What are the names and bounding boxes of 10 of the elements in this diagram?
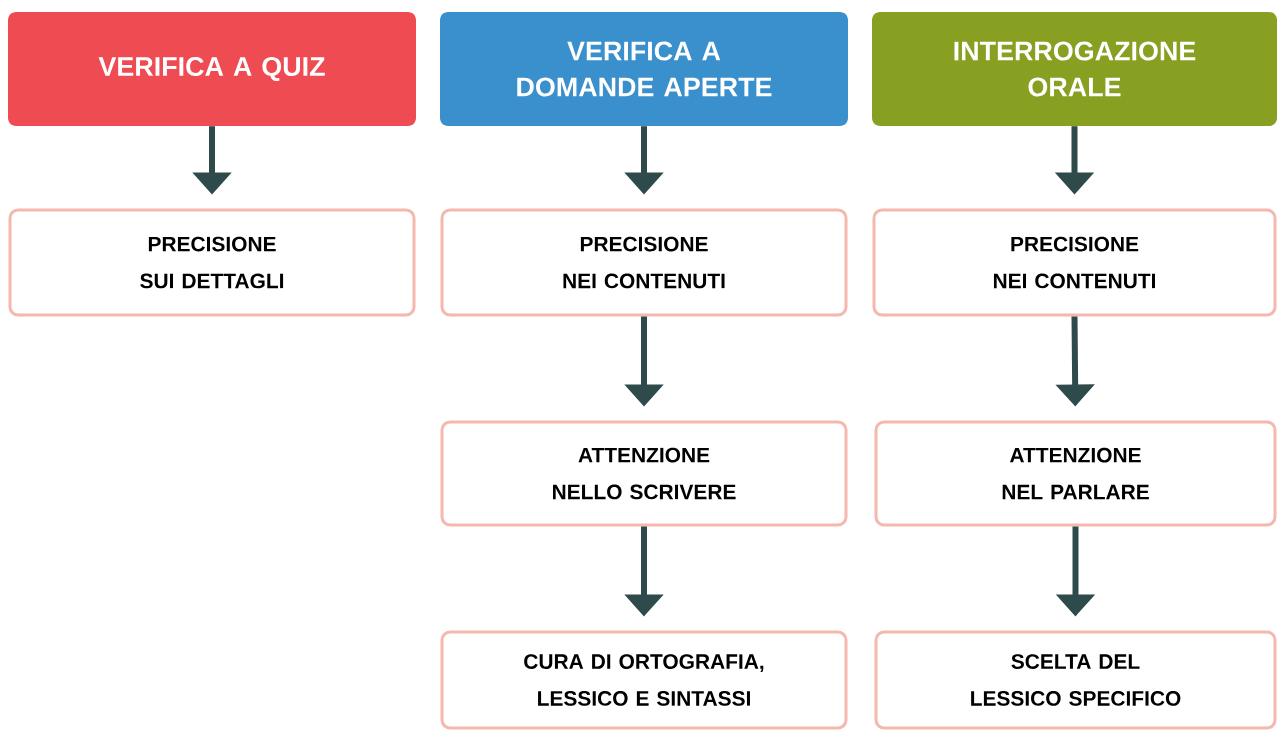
header-box: VERIFICA A QUIZ	[8, 12, 416, 126]
header-box: VERIFICA A DOMANDE APERTE	[440, 12, 848, 126]
text-box: ATTENZIONE NEL PARLARE	[874, 420, 1277, 527]
text-box: PRECISIONE SUI DETTAGLI	[8, 208, 416, 317]
text-box: SCELTA DEL LESSICO SPECIFICO	[874, 630, 1277, 730]
header-box: INTERROGAZIONE ORALE	[872, 12, 1277, 126]
text-box: CURA DI ORTOGRAFIA, LESSICO E SINTASSI	[440, 630, 848, 730]
text-box: PRECISIONE NEI CONTENUTI	[440, 208, 848, 317]
text-box: PRECISIONE NEI CONTENUTI	[872, 208, 1277, 317]
text-box: ATTENZIONE NELLO SCRIVERE	[440, 420, 848, 527]
